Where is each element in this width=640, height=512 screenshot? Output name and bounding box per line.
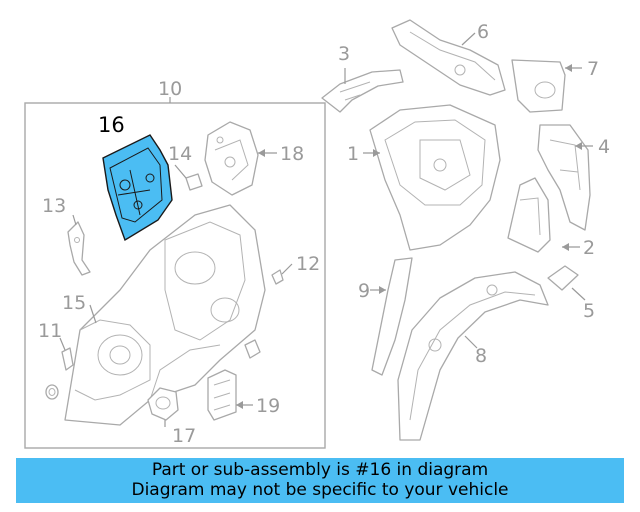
callout-10: 10 [158,78,182,100]
part-8[interactable] [397,271,549,441]
banner-line-2: Diagram may not be specific to your vehi… [131,480,509,500]
callout-1: 1 [347,143,359,165]
callout-8: 8 [475,345,487,367]
callout-4: 4 [598,136,610,158]
callout-13: 13 [42,195,66,217]
part-4[interactable] [537,124,591,231]
callout-18: 18 [280,143,304,165]
part-14[interactable] [185,173,203,191]
part-1[interactable] [369,104,501,251]
part-19[interactable] [207,369,237,421]
assembly-group-box [24,102,326,449]
callout-6: 6 [477,21,489,43]
callout-7: 7 [587,58,599,80]
banner-line-1: Part or sub-assembly is #16 in diagram [151,460,489,480]
grommet[interactable] [45,384,59,400]
part-16-highlighted[interactable] [102,134,173,242]
part-18[interactable] [204,121,259,196]
callout-15: 15 [62,292,86,314]
part-9[interactable] [371,257,413,376]
part-11[interactable] [61,347,74,371]
part-15[interactable] [64,204,266,426]
part-3[interactable] [321,69,404,113]
part-13[interactable] [67,221,91,276]
callout-19: 19 [256,395,280,417]
callout-12: 12 [296,253,320,275]
callout-2: 2 [583,237,595,259]
callout-9: 9 [358,280,370,302]
part-2[interactable] [507,177,551,253]
part-12[interactable] [271,269,284,285]
part-17[interactable] [147,387,179,421]
parts-diagram: 10 16 14 18 13 12 15 11 19 17 3 6 7 1 4 … [24,19,610,449]
part-5[interactable] [547,265,579,291]
part-6[interactable] [391,19,506,96]
callout-17: 17 [172,425,196,447]
small-bracket[interactable] [244,339,261,359]
callout-3: 3 [338,43,350,65]
part-7[interactable] [511,59,566,113]
callout-11: 11 [38,320,62,342]
callout-5: 5 [583,300,595,322]
callout-16: 16 [98,113,125,137]
callout-14: 14 [168,143,192,165]
info-banner: Part or sub-assembly is #16 in diagram D… [16,458,624,503]
